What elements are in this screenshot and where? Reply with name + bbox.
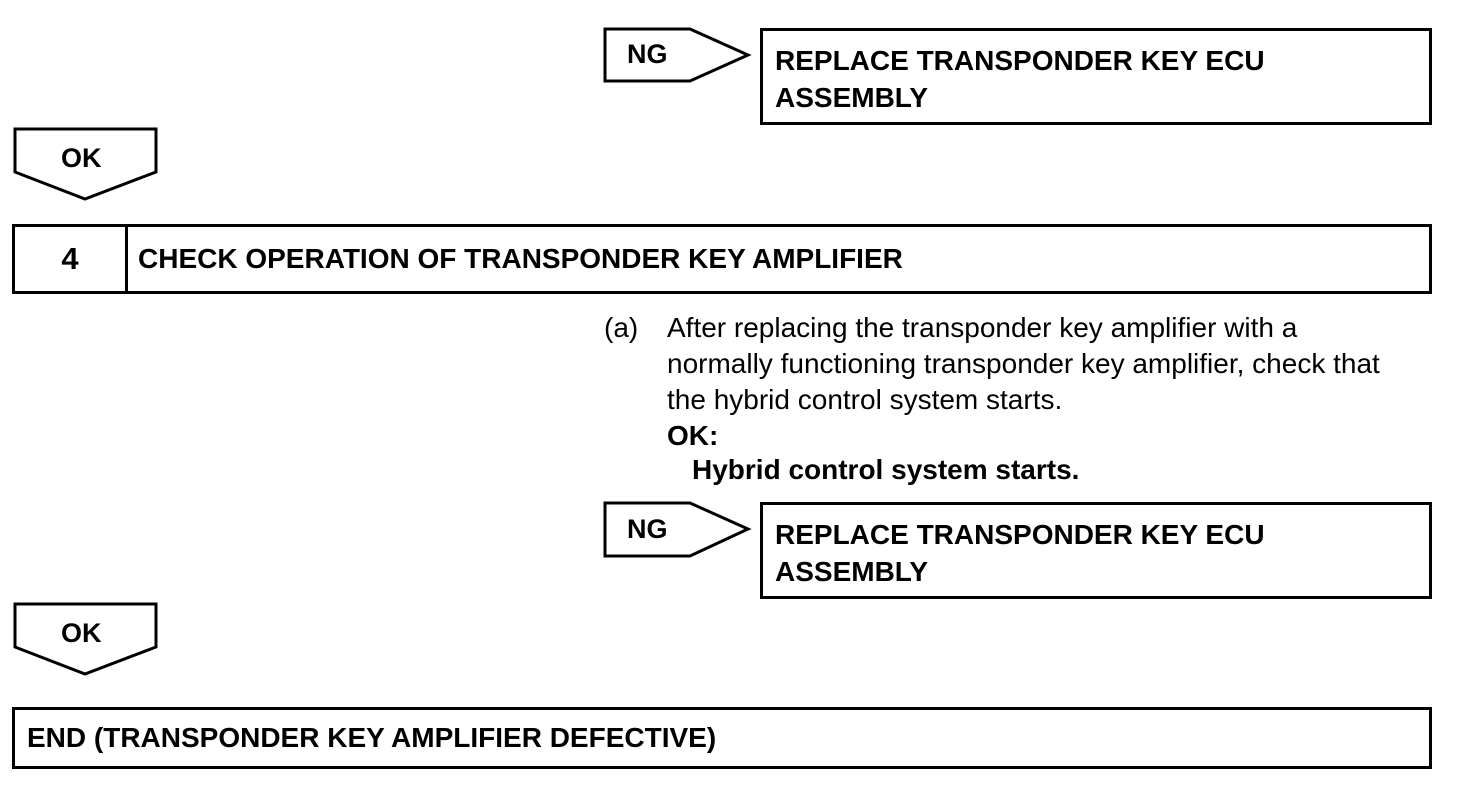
ok-label: OK (61, 618, 102, 648)
result-text: REPLACE TRANSPONDER KEY ECU ASSEMBLY (775, 45, 1265, 113)
result-text: REPLACE TRANSPONDER KEY ECU ASSEMBLY (775, 519, 1265, 587)
instruction-marker: (a) (604, 312, 639, 343)
instruction-text: After replacing the transponder key ampl… (667, 312, 1380, 415)
result-box-replace-ecu: REPLACE TRANSPONDER KEY ECU ASSEMBLY (760, 28, 1432, 125)
step-number: 4 (15, 227, 128, 291)
ng-label: NG (627, 514, 668, 544)
end-text: END (TRANSPONDER KEY AMPLIFIER DEFECTIVE… (27, 722, 717, 753)
ng-label: NG (627, 39, 668, 69)
end-box: END (TRANSPONDER KEY AMPLIFIER DEFECTIVE… (12, 707, 1432, 769)
ok-heading: OK: (667, 420, 719, 451)
ok-condition: Hybrid control system starts. (692, 454, 1080, 485)
result-box-replace-ecu: REPLACE TRANSPONDER KEY ECU ASSEMBLY (760, 502, 1432, 599)
step-title: CHECK OPERATION OF TRANSPONDER KEY AMPLI… (138, 243, 903, 274)
ok-label: OK (61, 143, 102, 173)
step-header: 4 CHECK OPERATION OF TRANSPONDER KEY AMP… (12, 224, 1432, 294)
